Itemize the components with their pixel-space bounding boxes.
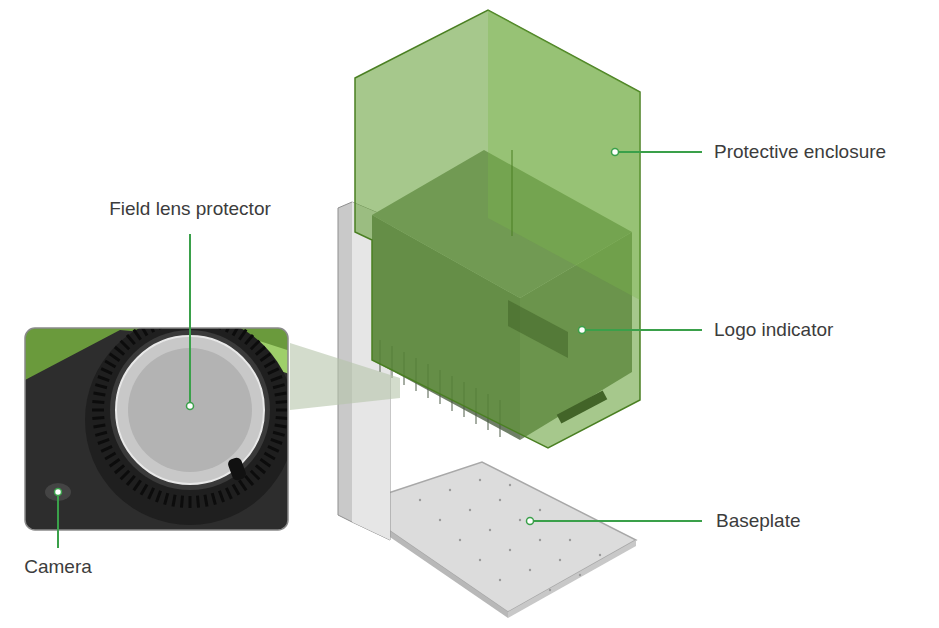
enclosure-edge [512,150,513,236]
baseplate-holes [419,479,601,591]
inset-border [25,328,288,530]
part-label: Protective enclosure [714,141,886,164]
leader-lines [58,152,702,548]
part-label: Baseplate [716,510,801,533]
inset-view [25,328,288,530]
part-label: Logo indicator [714,319,833,342]
zoom-wedge [290,343,400,410]
enclosure-back-panel [488,10,640,300]
baseplate-edge [508,540,636,618]
enclosure-sticker [508,300,568,358]
leader-dots [55,149,619,525]
part-label: Camera [24,556,92,579]
part-label: Field lens protector [109,198,271,221]
logo-dot [579,327,586,334]
